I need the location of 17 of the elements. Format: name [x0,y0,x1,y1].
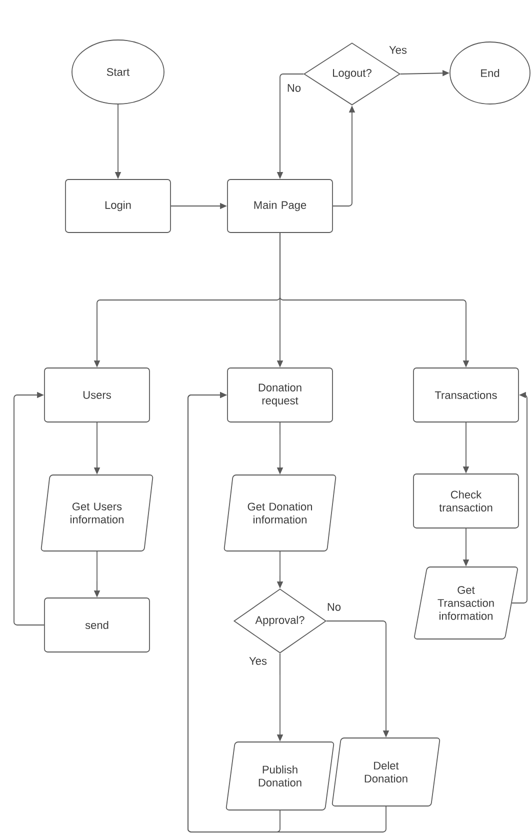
edge-label: No [326,602,342,612]
process-box: Main Page [227,179,333,233]
edge-label: No [286,83,302,93]
data-parallelogram: Get Donation information [224,474,336,552]
process-box: Donation request [227,368,333,422]
data-parallelogram: Get Transaction information [414,566,518,640]
process-box: Login [65,179,171,233]
process-box: Check transaction [413,474,519,528]
data-parallelogram: Get Users information [40,474,154,552]
process-box: Transactions [413,368,519,422]
process-box: Users [44,368,150,422]
arrow [188,392,386,832]
data-parallelogram: Delet Donation [332,738,440,806]
edge-label: Yes [248,656,268,666]
process-box: send [44,598,150,652]
data-parallelogram: Publish Donation [226,742,334,810]
arrow [14,392,44,626]
